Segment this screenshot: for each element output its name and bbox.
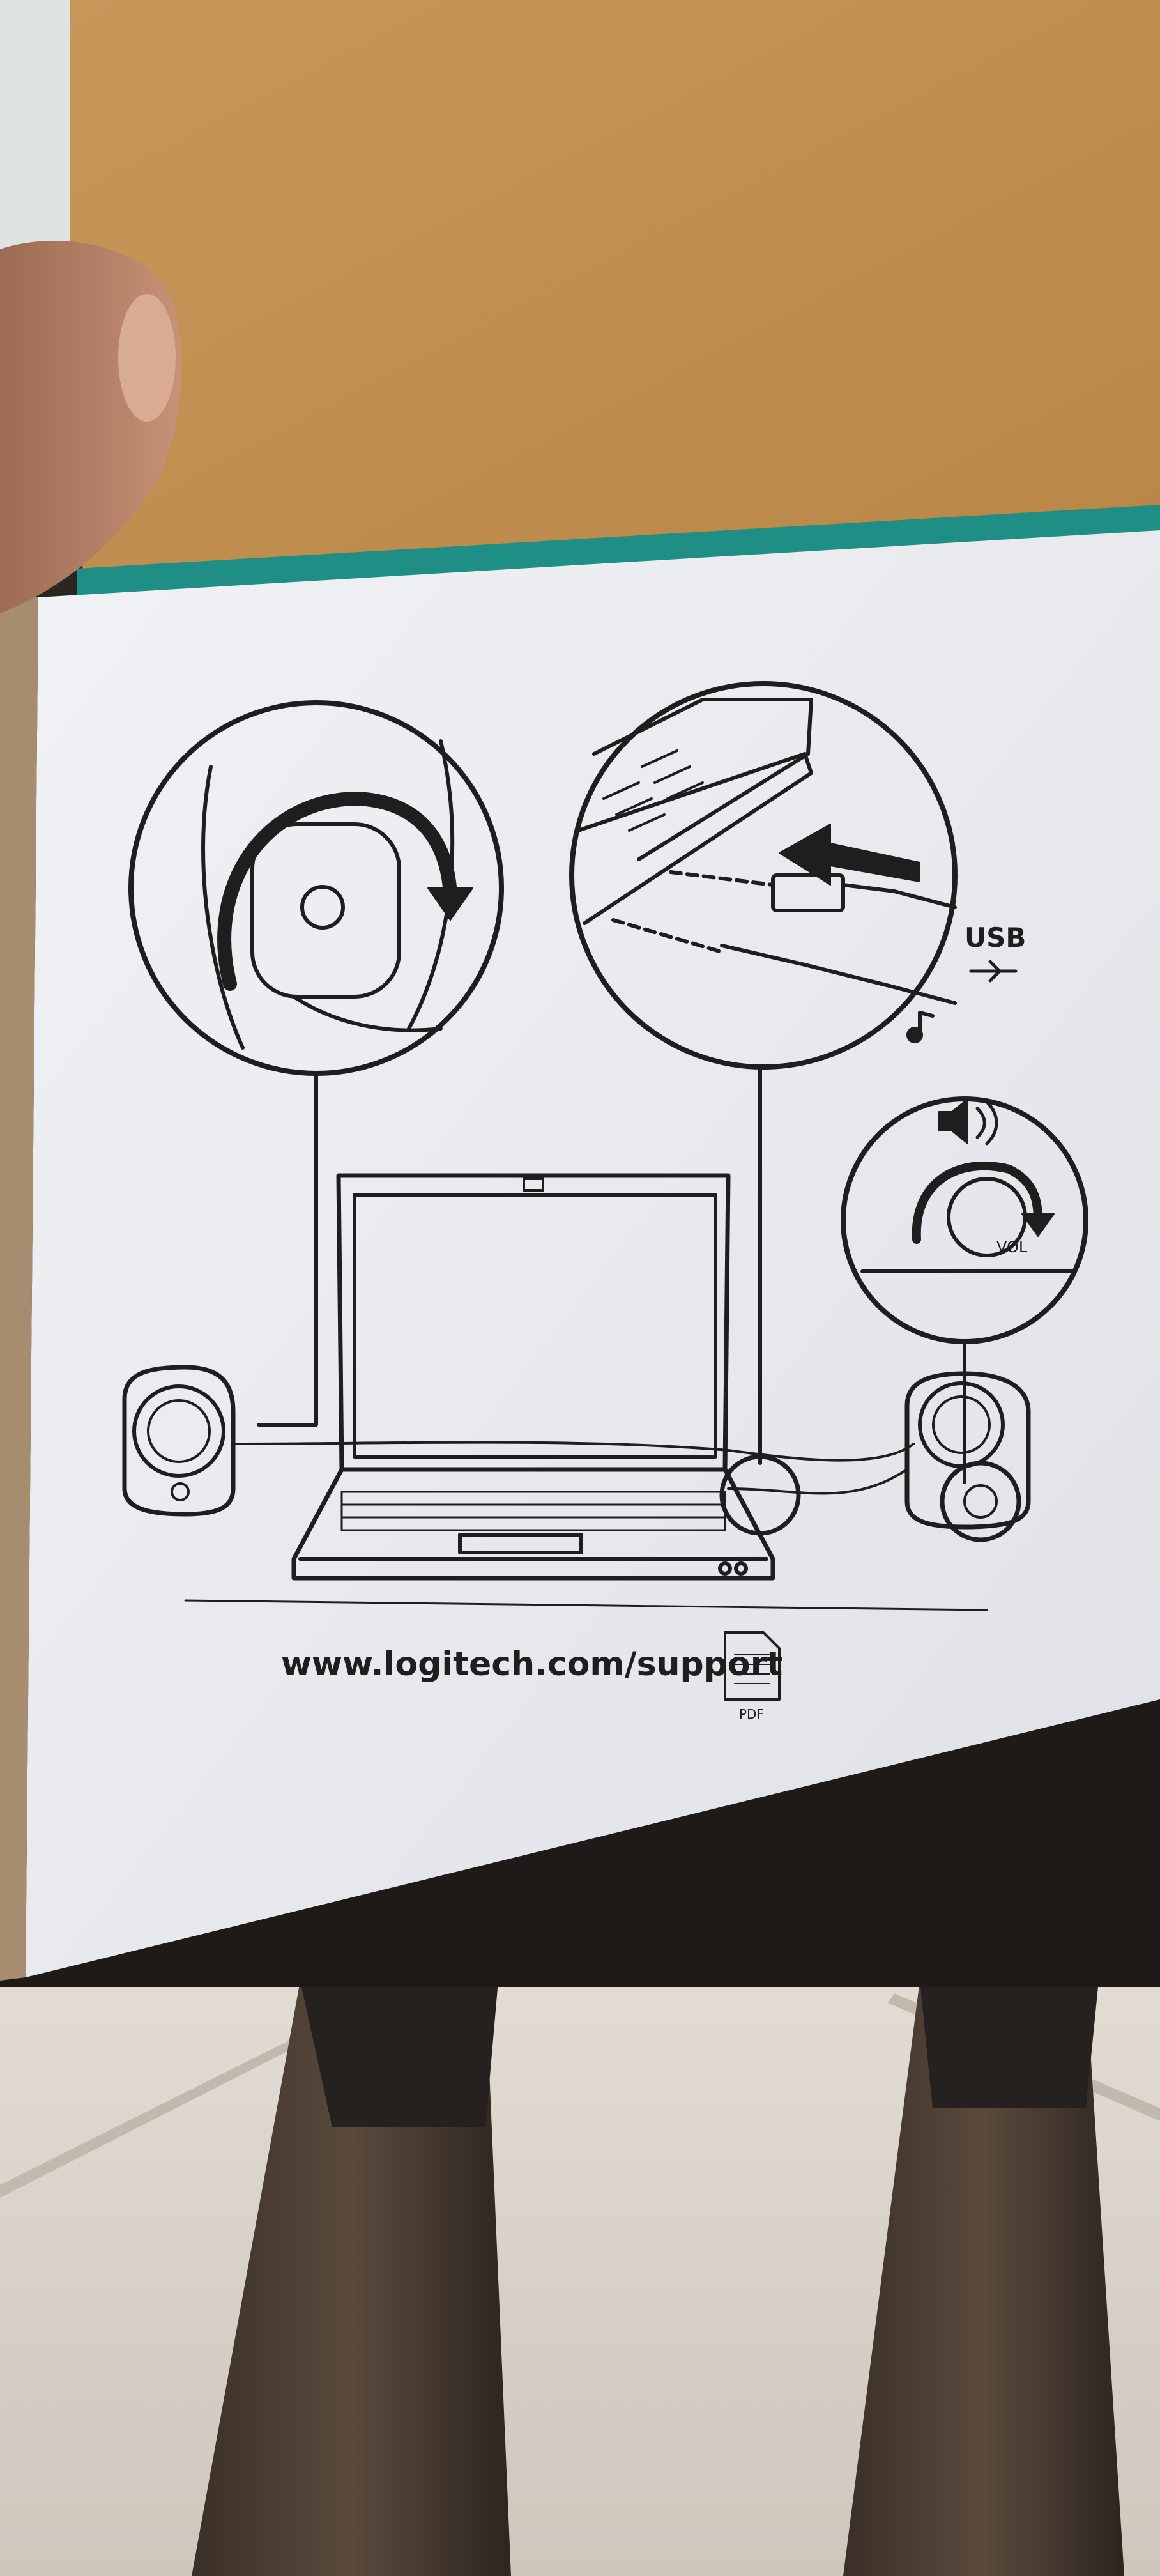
laptop-port-callout	[719, 1454, 801, 1536]
usb-plug	[771, 873, 845, 912]
usb-label: USB	[965, 922, 1026, 953]
insert-arrow	[779, 824, 920, 885]
right-speaker	[904, 1371, 1031, 1529]
zoom-circle-ports	[569, 681, 958, 1070]
left-speaker-logo	[171, 1482, 190, 1501]
cable-wrap-arrowhead	[427, 887, 473, 921]
pdf-document-icon	[724, 1631, 781, 1701]
divider-line	[184, 1599, 988, 1611]
right-shoe	[920, 1981, 1099, 2108]
speaker-back-port	[300, 885, 345, 930]
cable-wrap-arrow	[217, 792, 457, 991]
teal-edge	[77, 505, 1160, 597]
laptop-trackpad	[458, 1533, 583, 1554]
callout-line-left	[257, 1071, 318, 1427]
right-leg	[843, 1981, 1124, 2576]
speaker-back	[250, 822, 401, 999]
setup-illustration	[122, 681, 1088, 1701]
right-speaker-volume-callout	[940, 1460, 1021, 1542]
thumbnail	[118, 294, 176, 422]
laptop-webcam	[523, 1177, 544, 1192]
keyboard-keys	[602, 749, 704, 832]
floor-tile-line	[0, 2019, 339, 2198]
usb-symbol	[969, 960, 1018, 983]
laptop-display	[353, 1193, 717, 1459]
speaker-volume-icon	[938, 1098, 968, 1144]
pdf-label: PDF	[739, 1706, 764, 1722]
support-url: www.logitech.com/support	[281, 1645, 782, 1683]
left-shoe	[300, 1981, 498, 2128]
panel-left-edge	[0, 594, 38, 1981]
vol-label: VOL	[996, 1238, 1028, 1256]
audio-plug	[720, 944, 957, 1005]
left-speaker	[122, 1365, 236, 1517]
volume-arrow	[912, 1162, 1042, 1244]
laptop-keyboard	[340, 1491, 726, 1531]
laptop-base	[291, 1467, 775, 1581]
left-leg	[192, 1981, 511, 2576]
cardboard-flap	[61, 0, 1160, 578]
